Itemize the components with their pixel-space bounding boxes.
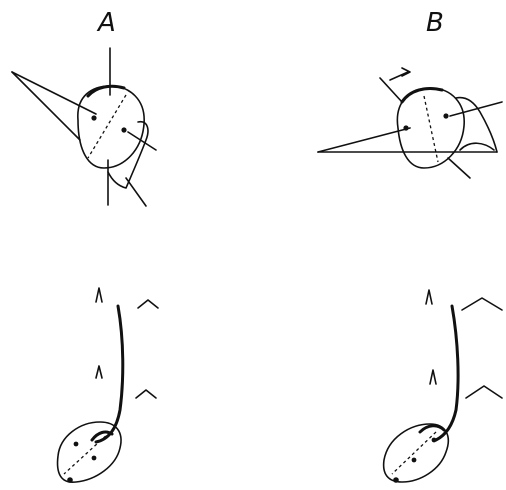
head-outline-a bbox=[78, 86, 144, 168]
eye-dot-left-b bbox=[403, 125, 408, 130]
body-dot-3-a bbox=[67, 477, 73, 483]
appendage-tail-b bbox=[448, 158, 470, 178]
head-diagram-b bbox=[318, 68, 502, 178]
rotation-arrow-b bbox=[390, 72, 408, 80]
body-dot-2-a bbox=[92, 456, 97, 461]
chevron-up-2-b bbox=[430, 370, 436, 384]
head-midline-a bbox=[88, 95, 126, 158]
rotation-arrowhead-b bbox=[402, 68, 410, 76]
eye-dot-left-a bbox=[91, 115, 96, 120]
chevron-up-2-a bbox=[96, 366, 102, 378]
chevron-up-1-b bbox=[426, 290, 432, 304]
limb-line-upper-b bbox=[318, 128, 410, 152]
body-dot-1-b bbox=[432, 438, 437, 443]
chevron-side-1-a bbox=[138, 300, 158, 308]
body-dot-2-b bbox=[412, 458, 417, 463]
limb-line-upper-a bbox=[12, 72, 96, 114]
body-midline-b bbox=[392, 432, 436, 474]
body-outline-b bbox=[384, 424, 449, 482]
body-diagram-a bbox=[58, 288, 158, 483]
chevron-side-2-b bbox=[466, 386, 502, 398]
body-crown-b bbox=[420, 426, 444, 432]
chevron-side-1-b bbox=[462, 298, 502, 310]
head-diagram-a bbox=[12, 48, 156, 206]
body-dot-1-a bbox=[74, 442, 79, 447]
appendage-tail-a bbox=[126, 178, 146, 206]
strand-b bbox=[436, 306, 458, 440]
chevron-side-2-a bbox=[136, 390, 156, 398]
body-dot-3-b bbox=[393, 477, 399, 483]
ray-line-b bbox=[450, 102, 502, 116]
eye-dot-right-a bbox=[121, 127, 126, 132]
chevron-up-1-a bbox=[96, 288, 102, 302]
appendage-base-b bbox=[460, 143, 494, 150]
crown-mark-a bbox=[88, 86, 124, 96]
limb-line-lower-a bbox=[12, 72, 80, 140]
limb-stub-b bbox=[380, 78, 402, 102]
eye-dot-right-b bbox=[443, 113, 448, 118]
crown-mark-b bbox=[402, 89, 442, 103]
body-diagram-b bbox=[384, 290, 502, 483]
